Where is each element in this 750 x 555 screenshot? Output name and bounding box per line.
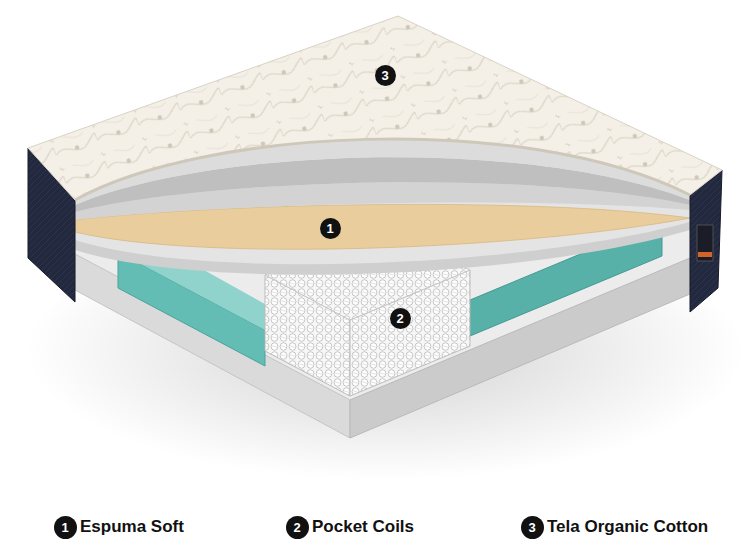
callout-number: 2: [396, 312, 403, 325]
callout-circle: 1: [54, 516, 77, 539]
callout-number: 1: [326, 222, 333, 235]
part-name: Tela Organic Cotton: [547, 518, 708, 537]
callout-circle: 2: [390, 308, 411, 329]
callout-circle-fill: [320, 218, 341, 239]
callout-circle: 3: [375, 65, 396, 86]
callout-number: 1: [61, 521, 68, 534]
callout-circle-fill: [521, 516, 544, 539]
part-name: Pocket Coils: [312, 518, 414, 537]
brand-badge-strip: [698, 252, 712, 257]
callout-number: 3: [528, 521, 535, 534]
callout-circle-fill: [390, 308, 411, 329]
quilted-top: [28, 16, 722, 200]
callout-circle: 2: [286, 516, 309, 539]
callout-circle: 3: [521, 516, 544, 539]
callout-number: 2: [293, 521, 300, 534]
part-name: Espuma Soft: [80, 518, 184, 537]
callout-circle-fill: [286, 516, 309, 539]
callout-number: 3: [381, 69, 388, 82]
callout-circle-fill: [375, 65, 396, 86]
callout-circle-fill: [54, 516, 77, 539]
brand-badge: [697, 225, 713, 261]
quilted-top-edge: [75, 139, 690, 200]
callout-circle: 1: [320, 218, 341, 239]
